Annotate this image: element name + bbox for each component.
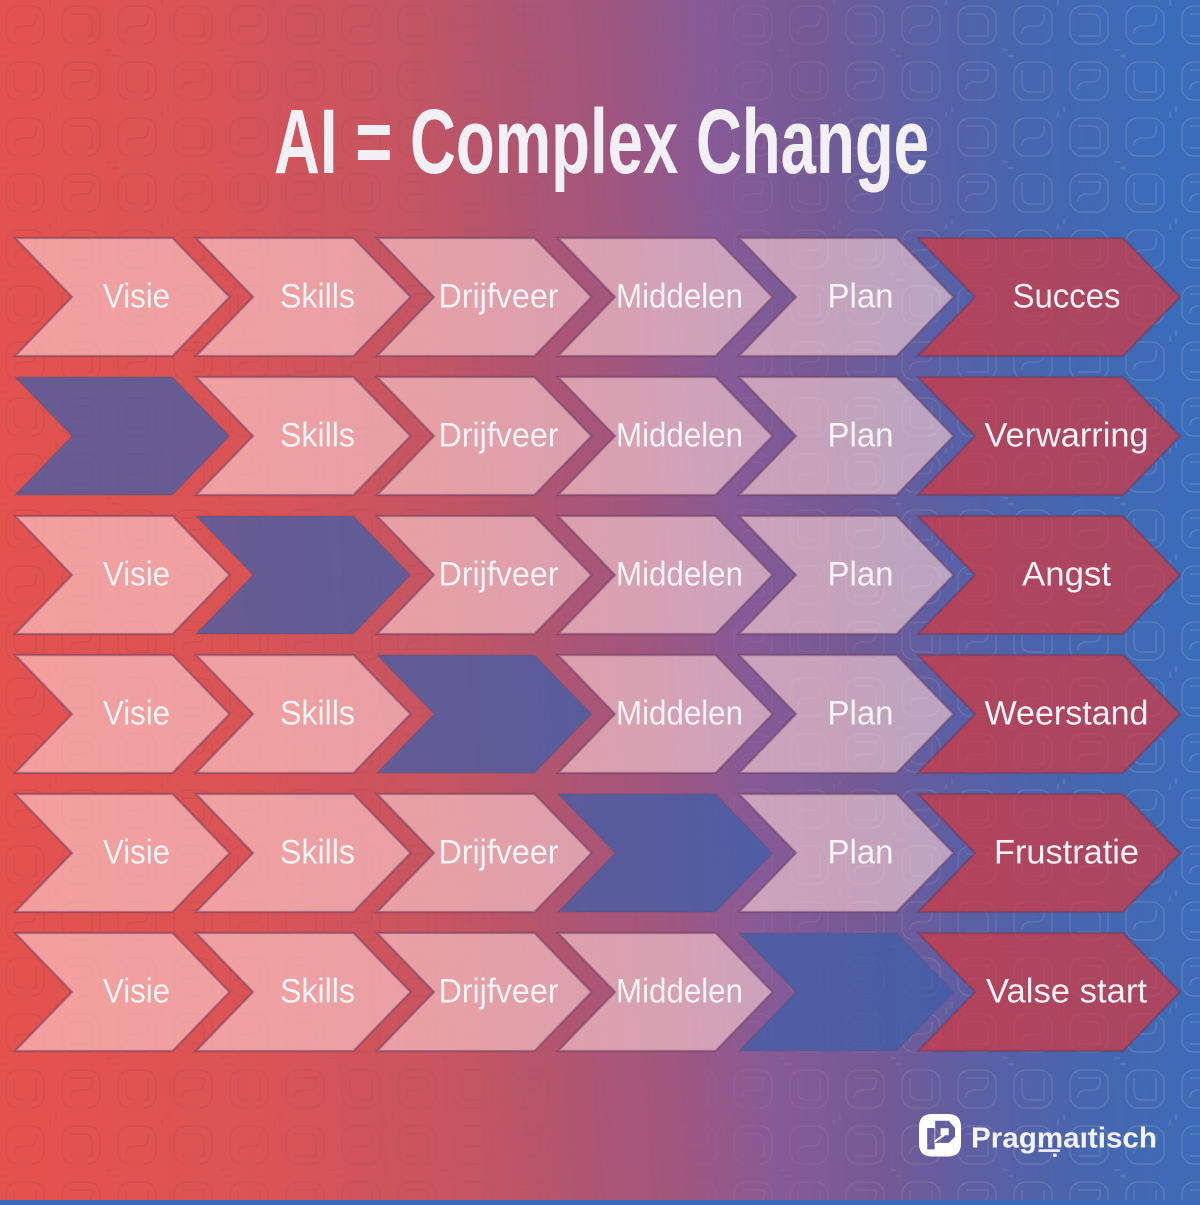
- svg-text:Plan: Plan: [828, 834, 894, 872]
- svg-text:Skills: Skills: [280, 973, 355, 1011]
- svg-text:Middelen: Middelen: [616, 695, 743, 733]
- svg-text:Frustratie: Frustratie: [994, 834, 1139, 872]
- svg-text:Angst: Angst: [1022, 556, 1112, 594]
- svg-text:Plan: Plan: [828, 417, 894, 455]
- svg-text:Weerstand: Weerstand: [985, 695, 1149, 733]
- svg-text:Succes: Succes: [1013, 278, 1121, 316]
- svg-text:Skills: Skills: [280, 834, 355, 872]
- svg-text:Skills: Skills: [280, 695, 355, 733]
- svg-text:AI = Complex Change: AI = Complex Change: [274, 91, 929, 193]
- svg-text:Visie: Visie: [103, 278, 170, 316]
- svg-text:Plan: Plan: [828, 278, 894, 316]
- svg-text:Plan: Plan: [828, 556, 894, 594]
- svg-text:Valse start: Valse start: [986, 973, 1148, 1011]
- svg-text:Drijfveer: Drijfveer: [439, 834, 559, 872]
- svg-text:Plan: Plan: [828, 695, 894, 733]
- svg-text:Drijfveer: Drijfveer: [439, 556, 559, 594]
- svg-text:Middelen: Middelen: [616, 973, 743, 1011]
- svg-text:Middelen: Middelen: [616, 278, 743, 316]
- svg-text:Visie: Visie: [103, 834, 170, 872]
- svg-text:Middelen: Middelen: [616, 556, 743, 594]
- svg-text:Visie: Visie: [103, 556, 170, 594]
- svg-text:Verwarring: Verwarring: [985, 417, 1149, 455]
- svg-text:Skills: Skills: [280, 278, 355, 316]
- svg-text:Visie: Visie: [103, 695, 170, 733]
- svg-text:Middelen: Middelen: [616, 417, 743, 455]
- svg-text:Drijfveer: Drijfveer: [439, 973, 559, 1011]
- svg-text:Skills: Skills: [280, 417, 355, 455]
- svg-text:Drijfveer: Drijfveer: [439, 417, 559, 455]
- svg-text:Pragmaıtisch: Pragmaıtisch: [971, 1122, 1157, 1154]
- svg-text:Drijfveer: Drijfveer: [439, 278, 559, 316]
- svg-text:Visie: Visie: [103, 973, 170, 1011]
